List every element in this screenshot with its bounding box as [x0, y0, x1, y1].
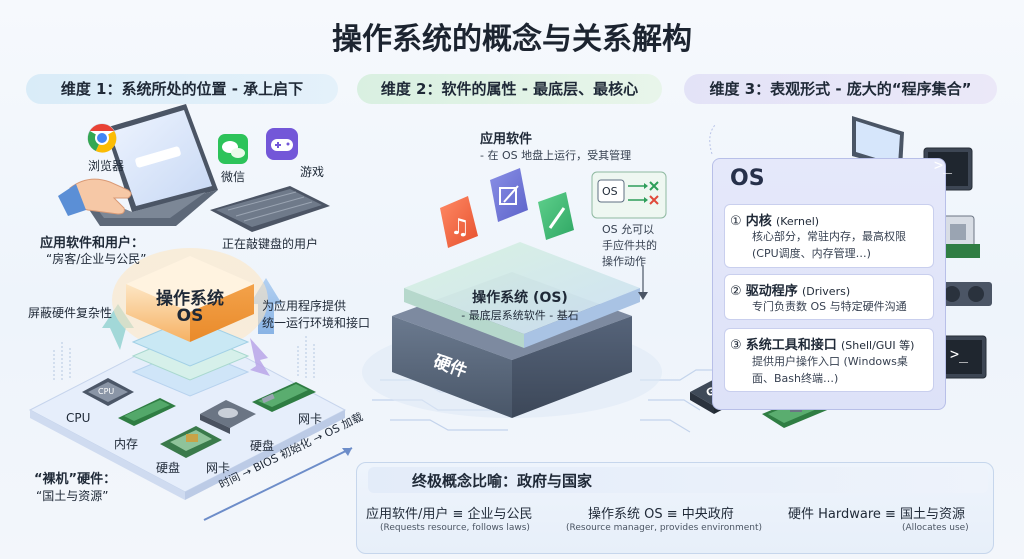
- terminal-prompt-1: >_: [934, 156, 953, 174]
- timeline-arrow: [203, 447, 353, 521]
- drivers-title: 驱动程序: [745, 284, 798, 299]
- dimension-2-banner: 维度 2：软件的属性 - 最底层、最核心: [357, 74, 662, 104]
- keyboard-icon: [210, 186, 330, 232]
- terminal-prompt-2: >_: [950, 345, 969, 363]
- shell-desc-1: 提供用户操作入口 (Windows桌: [752, 355, 908, 368]
- metaphor-title: 终极概念比喻：政府与国家: [412, 472, 593, 490]
- apps-users-subtitle: “房客/企业与公民”: [46, 252, 147, 266]
- os-cube-label-cn: 操作系统: [156, 289, 224, 309]
- nic-label-2: 网卡: [298, 412, 323, 426]
- cpu-label: CPU: [66, 411, 91, 425]
- browser-label: 浏览器: [88, 159, 125, 173]
- os-allow-line1: OS 允可以: [602, 223, 655, 236]
- metaphor-item-os: 操作系统 OS ≡ 中央政府: [588, 507, 734, 522]
- app-software-title: 应用软件: [480, 132, 533, 147]
- disk-icon-1: [160, 426, 222, 458]
- typing-user-label: 正在敲键盘的用户: [222, 237, 319, 251]
- os-cube-label-en: OS: [176, 306, 204, 326]
- game-label: 游戏: [300, 165, 325, 179]
- os-slab: [404, 242, 640, 348]
- os-cube-left: [126, 256, 254, 342]
- nic-icon: [252, 382, 316, 412]
- shell-title: 系统工具和接口: [745, 338, 837, 353]
- music-app-icon: ♫: [440, 196, 478, 248]
- dimension-3-banner: 维度 3：表观形式 - 庞大的“程序集合”: [684, 74, 997, 104]
- disk-icon-2: [200, 400, 256, 434]
- kernel-desc-1: 核心部分，常驻内存，最高权限: [752, 230, 906, 243]
- bare-metal-title: “裸机”硬件：: [34, 472, 117, 487]
- graphics-card-icon: [936, 282, 992, 306]
- metaphor-item-hardware-sub: (Allocates use): [902, 523, 969, 533]
- terminal-icon-2: [939, 335, 987, 379]
- os-panel-title: OS: [730, 166, 765, 191]
- shell-desc-2: 面、Bash终端…): [752, 372, 839, 385]
- kernel-title-en: (Kernel): [775, 215, 820, 228]
- shell-card: [724, 328, 934, 392]
- svg-text:♫: ♫: [450, 215, 470, 240]
- os-mini-label: OS: [602, 185, 618, 198]
- kernel-card: [724, 204, 934, 268]
- wechat-label: 微信: [221, 170, 246, 184]
- game-icon: [266, 128, 298, 160]
- chip-icon: [936, 215, 980, 258]
- page-title: 操作系统的概念与关系解构: [332, 22, 692, 57]
- provide-env-line1: 为应用程序提供: [262, 299, 347, 313]
- os-allow-line3: 操作动作: [602, 255, 646, 268]
- drivers-number: ②: [730, 284, 742, 299]
- disk-label-2: 硬盘: [250, 439, 275, 453]
- edit-app-icon: [490, 168, 528, 222]
- drivers-title-en: (Drivers): [801, 285, 851, 298]
- kernel-desc-2: (CPU调度、内存管理…): [752, 247, 871, 260]
- browser-icon: [87, 123, 117, 153]
- dimension-1-banner: 维度 1：系统所处的位置 - 承上启下: [26, 74, 338, 104]
- pen-app-icon: [538, 192, 574, 240]
- metaphor-item-apps: 应用软件/用户 ≡ 企业与公民: [366, 507, 533, 522]
- kernel-number: ①: [730, 214, 742, 229]
- provide-env-line2: 统一运行环境和接口: [262, 316, 371, 330]
- shell-title-en: (Shell/GUI 等): [840, 339, 915, 352]
- shell-number: ③: [730, 338, 742, 353]
- os-permission-panel: [591, 171, 667, 219]
- apps-users-title: 应用软件和用户：: [40, 236, 145, 251]
- bare-metal-subtitle: “国土与资源”: [36, 489, 109, 503]
- memory-label: 内存: [114, 437, 139, 451]
- drivers-desc-1: 专门负责数 OS 与特定硬件沟通: [752, 300, 907, 313]
- kernel-title: 内核: [745, 214, 772, 229]
- wechat-icon: [218, 134, 248, 164]
- os-allow-line2: 手应件共的: [602, 239, 657, 252]
- os-slab-subtitle: - 最底层系统软件 - 基石: [461, 309, 579, 322]
- metaphor-header-bg: [368, 467, 988, 493]
- cpu-chip-label: CPU: [98, 387, 115, 396]
- nic-label-1: 网卡: [206, 461, 231, 475]
- arrow-left-icon: [102, 304, 134, 350]
- disk-label-1: 硬盘: [156, 461, 181, 475]
- os-slab-title: 操作系统 (OS): [472, 290, 568, 306]
- metaphor-item-apps-sub: (Requests resource, follows laws): [380, 523, 530, 533]
- shield-hardware-label: 屏蔽硬件复杂性: [28, 306, 113, 320]
- app-software-subtitle: - 在 OS 地盘上运行，受其管理: [480, 149, 632, 162]
- drivers-card: [724, 274, 934, 320]
- metaphor-item-hardware: 硬件 Hardware ≡ 国土与资源: [788, 507, 966, 522]
- cpu-icon: [82, 378, 134, 406]
- metaphor-item-os-sub: (Resource manager, provides environment): [566, 523, 762, 533]
- memory-icon: [118, 398, 176, 426]
